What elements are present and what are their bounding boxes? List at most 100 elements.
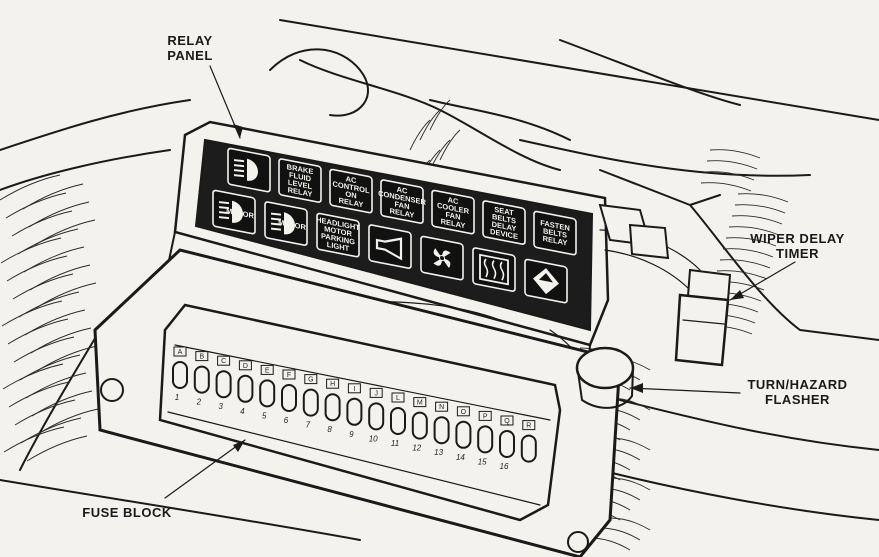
fuse-slot-h: H8 — [324, 378, 341, 434]
relay-frame — [431, 189, 475, 235]
fan-icon — [433, 248, 451, 269]
hatch-stroke — [722, 248, 774, 258]
fuse-slot-l: L 11 — [390, 392, 406, 448]
fuse — [390, 407, 406, 435]
hatch-stroke — [0, 237, 62, 264]
hatch-stroke — [26, 435, 88, 462]
fuse-letter: B — [199, 354, 204, 361]
relay-fan — [420, 235, 464, 281]
hatch-stroke — [5, 192, 67, 219]
relay-label-text: FAN — [395, 199, 410, 211]
hatch-stroke — [419, 109, 441, 141]
hatch-stroke — [706, 160, 758, 170]
turn-hazard-label-line1: TURN/HAZARD — [747, 377, 848, 392]
fuse — [346, 397, 363, 426]
fuse-slot-c: C3 — [215, 355, 232, 411]
hatch-stroke — [734, 204, 786, 214]
fuse-number: 11 — [391, 439, 399, 448]
fuse-letter-box — [238, 360, 252, 371]
fuse-number: 13 — [434, 448, 443, 457]
relay-modules: BRAKEFLUIDLEVELRELAYACCONTROLONRELAYACCO… — [212, 147, 577, 304]
relay-label-text: FLUID — [289, 170, 312, 183]
fuse-letter-box — [500, 415, 514, 426]
fuse-number: 16 — [500, 462, 509, 471]
fuse-letter: J — [374, 390, 378, 397]
relay-frame — [482, 200, 526, 245]
fuse-slot-r: R — [520, 420, 537, 463]
fuse — [215, 370, 232, 399]
hatch-stroke — [409, 119, 431, 151]
turn-hazard-label-line2: FLASHER — [765, 392, 830, 407]
relay-defrost — [472, 247, 516, 292]
fuse-letter: N — [439, 404, 444, 411]
fuse-letter: G — [308, 377, 313, 384]
fuse-slot-p: P15 — [477, 410, 494, 466]
fuse-block-label: FUSE BLOCK — [82, 505, 172, 520]
fuse-letter-box — [260, 364, 274, 375]
headlamp-icon — [218, 200, 243, 223]
fuse-number: 9 — [349, 430, 354, 439]
wiper-delay-timer — [598, 203, 732, 367]
fuse-letter-box — [217, 355, 231, 366]
hatch-stroke — [14, 399, 76, 426]
wiper-delay-callout: WIPER DELAY TIMER — [735, 231, 860, 261]
wiper-delay-label-line1: WIPER DELAY — [750, 231, 845, 246]
fuse — [259, 379, 276, 408]
fuse-letter: M — [417, 400, 423, 407]
headlamp-icon — [270, 212, 295, 235]
headlamp-icon — [233, 158, 258, 181]
fuse — [237, 374, 254, 403]
fuse-letter: L — [396, 395, 400, 402]
fuse — [368, 402, 385, 431]
fuse-number: 8 — [327, 425, 332, 434]
fuse-letter: E — [265, 367, 270, 374]
hatch-stroke — [2, 363, 64, 390]
relay-label-text: LIGHT — [327, 240, 350, 253]
fuse-slot-b: B2 — [193, 351, 210, 407]
hatch-stroke — [700, 182, 752, 192]
fuse-number: 12 — [412, 444, 421, 453]
relay-motor-l: MOTOR — [212, 189, 256, 235]
fuse — [455, 420, 472, 449]
hatch-stroke — [1, 300, 63, 327]
fuse-number: 3 — [218, 402, 223, 411]
fuse-letter: R — [526, 423, 531, 430]
fuse-letter-box — [347, 383, 361, 394]
fuse-letter-box — [369, 387, 383, 398]
callout-leaders — [164, 65, 796, 499]
fuse — [302, 388, 319, 417]
hatch-stroke — [703, 171, 755, 181]
fuse-letter: F — [287, 372, 291, 379]
relay-headlamp-top — [227, 147, 271, 193]
fuse-block-callout: FUSE BLOCK — [62, 505, 192, 520]
defrost-icon — [479, 253, 509, 286]
hatch-stroke — [731, 215, 783, 225]
relay-label-text: AC — [346, 174, 357, 185]
fuse-number: 5 — [262, 411, 267, 420]
fuse-slot-d: D4 — [237, 360, 254, 416]
hatch-stroke — [8, 381, 70, 408]
turn-hazard-callout: TURN/HAZARD FLASHER — [735, 377, 860, 407]
fuse-letter-box — [435, 401, 449, 412]
fuse-slot-o: O14 — [455, 406, 472, 462]
fuse-letter-box — [326, 378, 340, 389]
horn-icon — [375, 237, 403, 261]
fuse — [520, 434, 537, 463]
relay-horn — [368, 224, 412, 269]
hatch-stroke — [725, 237, 777, 247]
fuse-slot-m: M 12 — [411, 397, 428, 453]
hatch-stroke — [716, 270, 768, 280]
relay-panel-callout: RELAY PANEL — [150, 33, 230, 63]
hazard-icon — [533, 268, 559, 295]
hatch-stroke — [3, 426, 65, 453]
fuse-slot-q: Q16 — [499, 415, 515, 471]
fuse — [499, 430, 515, 458]
relay-frame — [316, 212, 360, 258]
hatch-stroke — [719, 259, 771, 269]
fuse — [193, 365, 210, 394]
fuse-letter-box — [195, 351, 209, 362]
hatch-stroke — [13, 336, 75, 363]
